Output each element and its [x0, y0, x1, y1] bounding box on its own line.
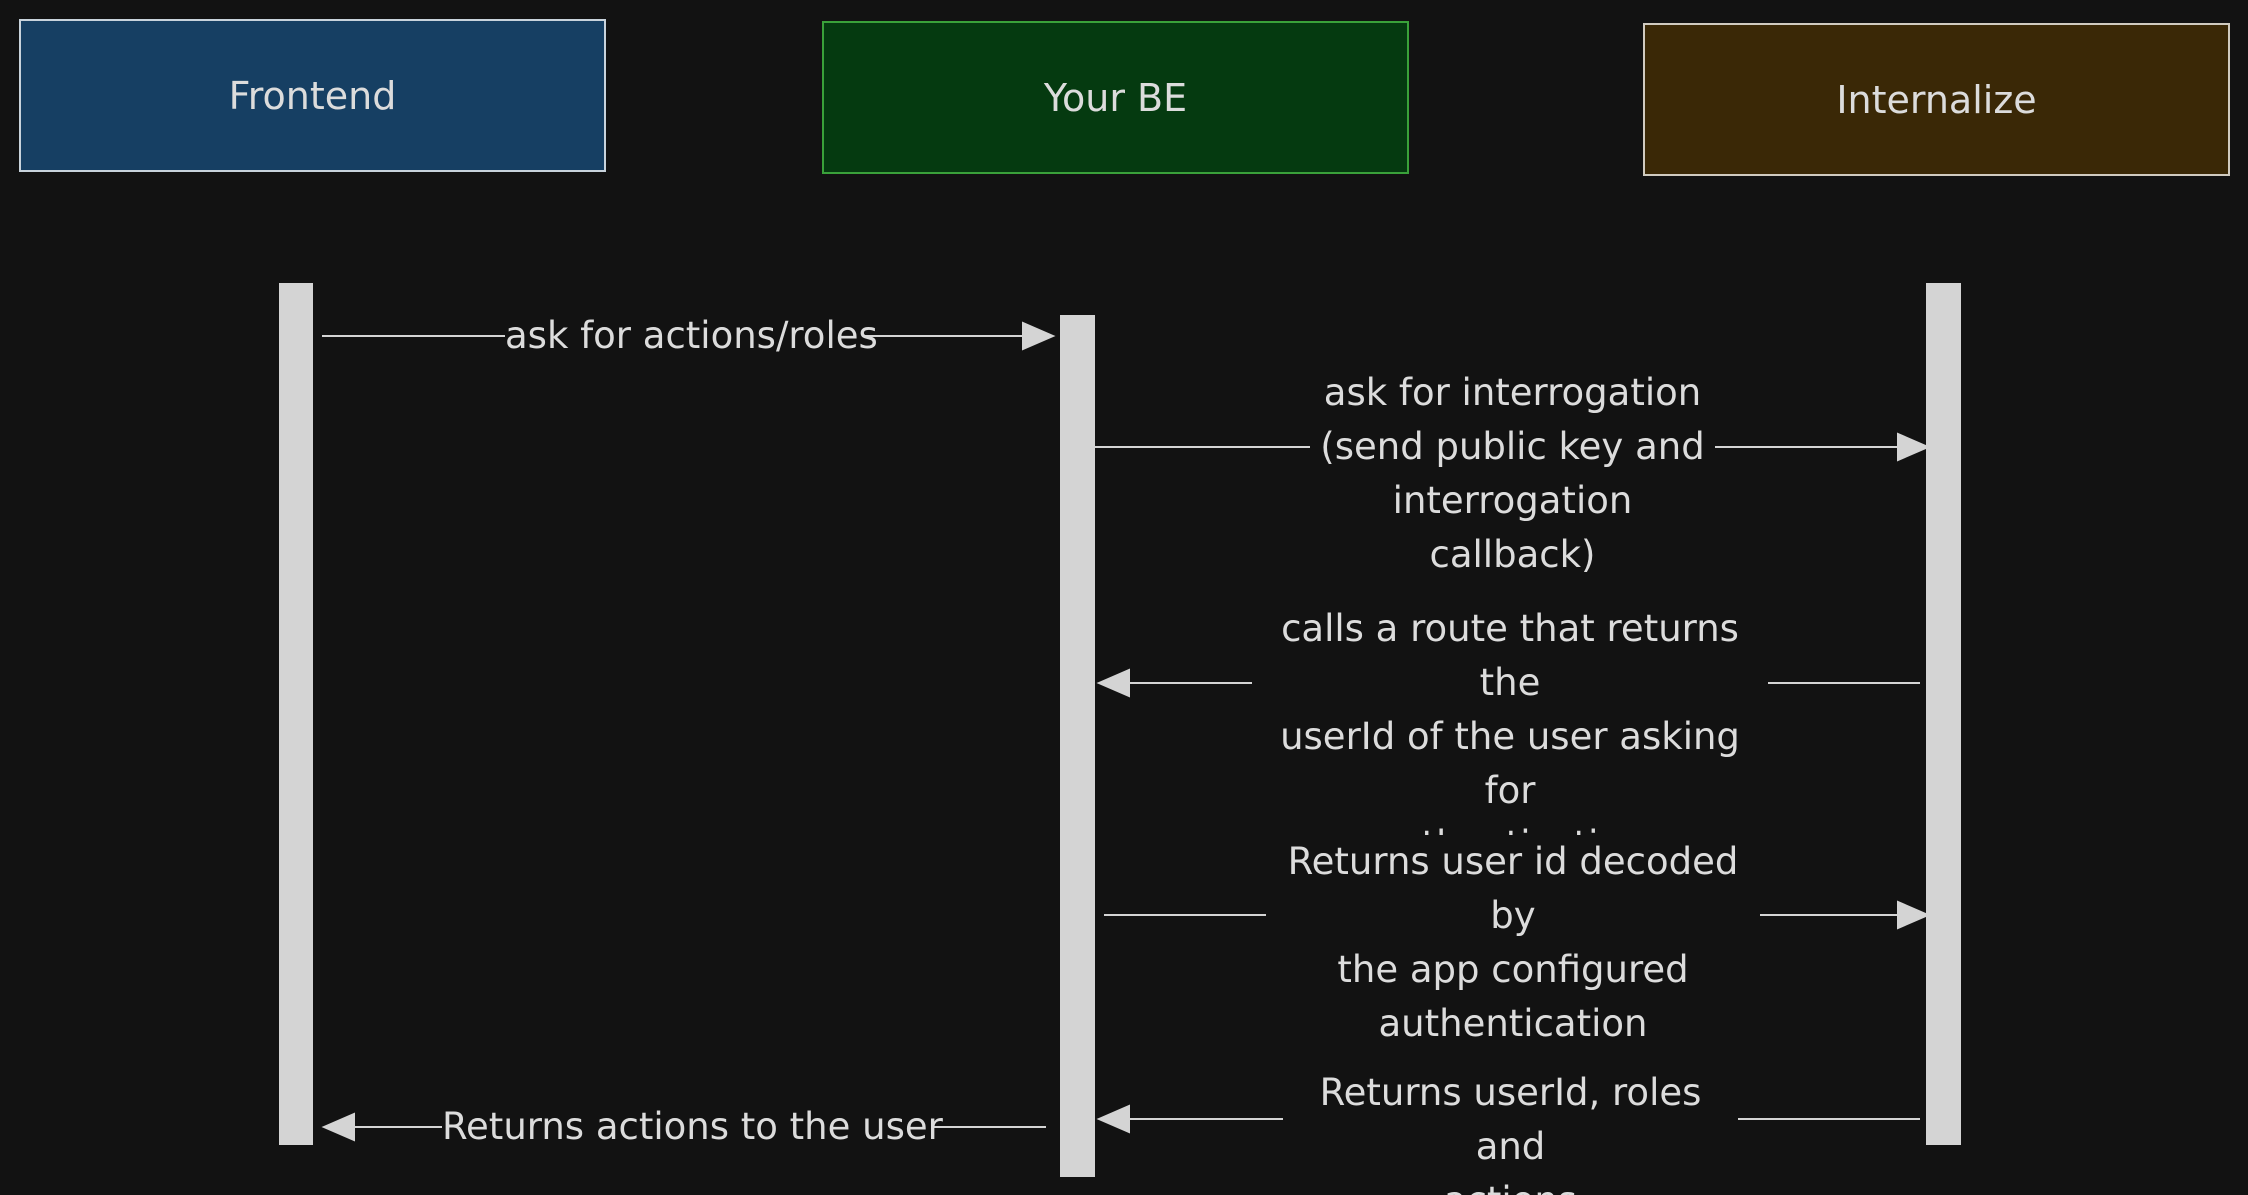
message-1-arrowhead	[1022, 321, 1056, 351]
message-2-label: ask for interrogation (send public key a…	[1310, 366, 1715, 582]
message-6-arrowhead	[321, 1112, 355, 1142]
backend-lifeline	[1060, 315, 1095, 1177]
actor-frontend-box: Frontend	[19, 19, 606, 172]
message-4-text: Returns user id decoded by the app confi…	[1287, 840, 1739, 1045]
actor-internalize-label: Internalize	[1836, 77, 2037, 122]
message-3-label: calls a route that returns the userId of…	[1252, 602, 1768, 872]
message-5-label: Returns userId, roles and actions	[1283, 1066, 1738, 1195]
message-6-text: Returns actions to the user	[442, 1105, 943, 1148]
message-2-text: ask for interrogation (send public key a…	[1320, 371, 1705, 576]
actor-backend-box: Your BE	[822, 21, 1409, 174]
message-6-label: Returns actions to the user	[442, 1100, 943, 1154]
message-4-label: Returns user id decoded by the app confi…	[1266, 835, 1760, 1051]
actor-backend-label: Your BE	[1043, 75, 1188, 120]
internalize-lifeline	[1926, 283, 1961, 1145]
message-1-text: ask for actions/roles	[505, 314, 878, 357]
message-3-arrowhead	[1096, 668, 1130, 698]
message-4-arrowhead	[1897, 900, 1931, 930]
actor-frontend-label: Frontend	[228, 73, 397, 118]
message-1-label: ask for actions/roles	[505, 309, 878, 363]
message-5-text: Returns userId, roles and actions	[1319, 1071, 1702, 1195]
message-5-arrowhead	[1096, 1104, 1130, 1134]
message-3-text: calls a route that returns the userId of…	[1280, 607, 1740, 866]
actor-internalize-box: Internalize	[1643, 23, 2230, 176]
frontend-lifeline	[279, 283, 313, 1145]
message-2-arrowhead	[1897, 432, 1931, 462]
